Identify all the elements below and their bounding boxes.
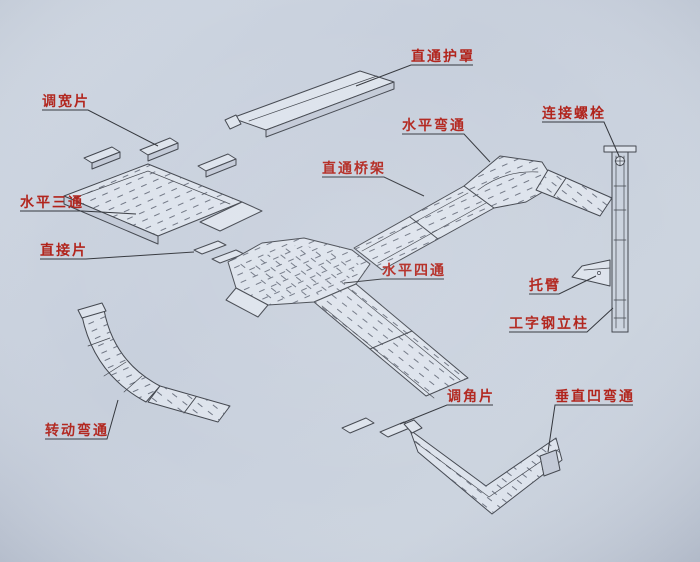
down-run-part: [313, 283, 469, 399]
callout-angle-adjust: 调角片: [399, 388, 495, 425]
leader-horizontal-bend: [402, 133, 491, 163]
concave-bend-left-flange: [403, 419, 423, 434]
angle-plate-1: [341, 417, 375, 434]
callout-horizontal-bend: 水平弯通: [402, 117, 491, 163]
column-inner-lines: [615, 155, 625, 329]
angle-adjust-parts: [341, 417, 413, 438]
vertical-concave-bend-part: [403, 419, 563, 515]
leader-vertical-concave-bend: [547, 404, 633, 453]
callout-direct-plate: 直接片: [40, 242, 195, 260]
rotating-bend-part: [77, 302, 161, 403]
concave-bend-hatch: [410, 430, 562, 514]
horizontal-tee-part: [63, 163, 263, 245]
label-straight-tray: 直通桥架: [322, 160, 386, 177]
label-vertical-concave-bend: 垂直凹弯通: [555, 388, 635, 405]
i-beam-column-part: [603, 145, 637, 333]
label-horizontal-cross: 水平四通: [382, 262, 446, 279]
label-horizontal-bend: 水平弯通: [402, 117, 466, 134]
column-run-part: [535, 169, 613, 217]
straight-tray-run: [353, 185, 495, 271]
rotating-bend-hatch: [82, 310, 160, 402]
leader-width-adjust: [42, 109, 159, 147]
label-connecting-bolt: 连接螺栓: [542, 105, 606, 122]
column-top-cap: [603, 145, 637, 153]
direct-plate-1: [193, 240, 227, 255]
label-rotating-bend: 转动弯通: [45, 422, 109, 439]
callout-i-beam-column: 工字钢立柱: [509, 307, 614, 333]
callout-straight-tray: 直通桥架: [322, 160, 425, 197]
callout-vertical-concave-bend: 垂直凹弯通: [547, 388, 635, 453]
callout-width-adjust: 调宽片: [42, 93, 159, 147]
cover-top-face: [231, 70, 395, 131]
support-arm-part: [571, 259, 611, 287]
bottom-run-hatch: [148, 386, 230, 422]
label-straight-cover: 直通护罩: [411, 48, 475, 65]
label-direct-plate: 直接片: [40, 242, 88, 259]
support-arm-body: [571, 259, 611, 287]
label-horizontal-tee: 水平三通: [20, 194, 84, 211]
label-support-arm: 托臂: [529, 277, 561, 294]
column-verticals: [611, 151, 629, 333]
callout-rotating-bend: 转动弯通: [45, 399, 119, 440]
leader-straight-tray: [322, 176, 425, 197]
bottom-run-part: [147, 385, 231, 423]
label-angle-adjust: 调角片: [447, 388, 495, 405]
label-i-beam-column: 工字钢立柱: [509, 315, 589, 332]
label-width-adjust: 调宽片: [42, 93, 90, 110]
